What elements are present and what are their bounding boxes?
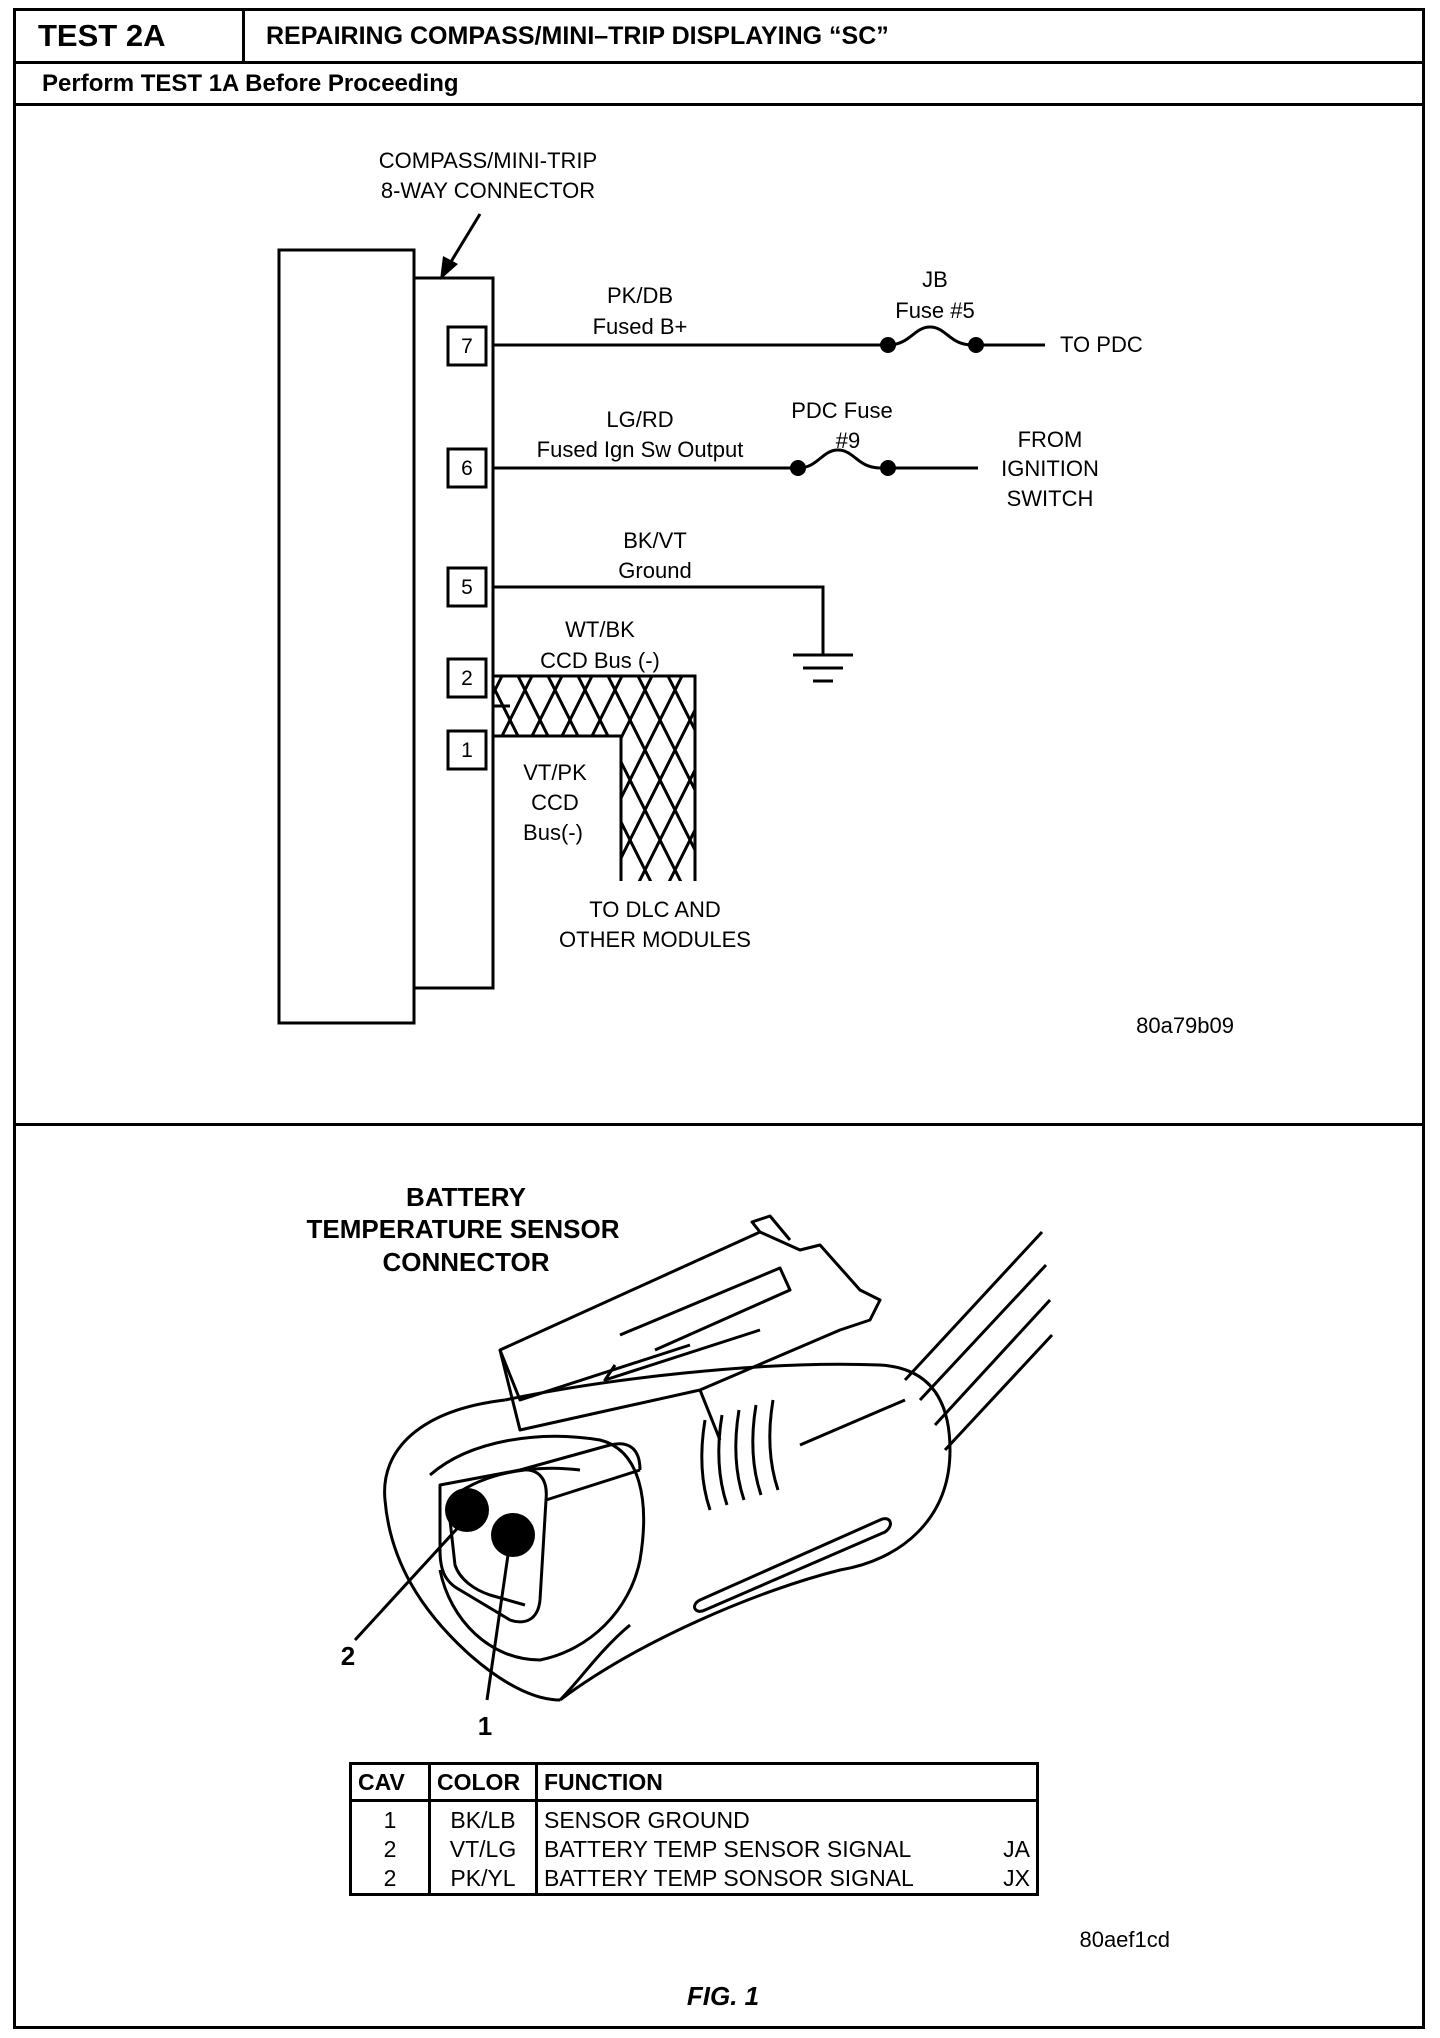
wire-pin-7 — [493, 325, 1045, 353]
pin-6-color: LG/RD — [606, 407, 673, 432]
pin-5-desc: Ground — [618, 558, 691, 583]
from-ign-label2: IGNITION — [1001, 456, 1099, 481]
pinout-table: CAV COLOR FUNCTION 1 BK/LB SENSOR GROUND… — [349, 1762, 1039, 1896]
connector-housing — [412, 276, 495, 990]
pin-2-box — [446, 657, 488, 699]
cell-function: BATTERY TEMP SONSOR SIGNAL JX — [537, 1864, 1038, 1895]
callout-line-1 — [485, 1554, 510, 1701]
document-frame: TEST 2A REPAIRING COMPASS/MINI–TRIP DISP… — [13, 8, 1425, 2029]
pdc-fuse-label2: #9 — [836, 428, 860, 453]
test-title: REPAIRING COMPASS/MINI–TRIP DISPLAYING “… — [266, 21, 889, 50]
connector-body — [277, 248, 416, 1025]
pin-1-desc1: CCD — [531, 790, 579, 815]
pin-6-desc: Fused Ign Sw Output — [537, 437, 744, 462]
pin-7-box — [446, 325, 488, 367]
test-id: TEST 2A — [16, 11, 245, 61]
cell-function: BATTERY TEMP SENSOR SIGNAL JA — [537, 1835, 1038, 1864]
function-text: BATTERY TEMP SENSOR SIGNAL — [544, 1836, 912, 1862]
pin-2-desc: CCD Bus (-) — [540, 648, 660, 673]
cell-cav: 1 — [350, 1800, 431, 1835]
table-row: 1 BK/LB SENSOR GROUND — [350, 1800, 1038, 1836]
to-dlc-label2: OTHER MODULES — [559, 927, 751, 952]
pin-5-number: 5 — [461, 576, 473, 599]
connector-pointer-arrow — [447, 213, 482, 266]
callout-label-2: 2 — [341, 1641, 355, 1671]
connector-label-line1: COMPASS/MINI-TRIP — [379, 148, 597, 173]
function-text: SENSOR GROUND — [544, 1807, 750, 1833]
function-code: JX — [1003, 1865, 1030, 1891]
cell-color: VT/LG — [429, 1835, 538, 1864]
pin-1-number: 1 — [461, 739, 473, 762]
to-dlc-label1: TO DLC AND — [589, 897, 721, 922]
function-code: JA — [1003, 1836, 1030, 1862]
wire-pin-5 — [493, 585, 853, 683]
pin-2-number: 2 — [461, 667, 473, 690]
prerequisite-note: Perform TEST 1A Before Proceeding — [16, 64, 1422, 106]
pdc-fuse-symbol — [797, 448, 881, 470]
header-bar: TEST 2A REPAIRING COMPASS/MINI–TRIP DISP… — [16, 11, 1422, 64]
sensor-title-line1: BATTERY — [406, 1182, 526, 1212]
cell-function: SENSOR GROUND — [537, 1801, 1038, 1836]
sensor-title-line2: TEMPERATURE SENSOR — [307, 1214, 620, 1244]
pin-7-desc: Fused B+ — [593, 314, 688, 339]
figure-caption: FIG. 1 — [687, 1981, 759, 2011]
table-row: 2 PK/YL BATTERY TEMP SONSOR SIGNAL JX — [350, 1864, 1038, 1895]
cell-color: BK/LB — [429, 1800, 538, 1835]
callout-line-2 — [353, 1518, 467, 1642]
header-color: COLOR — [429, 1763, 538, 1802]
header-function: FUNCTION — [536, 1763, 1038, 1802]
pin-7-color: PK/DB — [607, 283, 673, 308]
pdc-fuse-label1: PDC Fuse — [791, 398, 892, 423]
connector-drawing — [383, 1214, 1054, 1702]
table-row: 2 VT/LG BATTERY TEMP SENSOR SIGNAL JA — [350, 1835, 1038, 1864]
pin-5-box — [446, 566, 488, 608]
pin-6-box — [446, 447, 488, 489]
from-ign-label1: FROM — [1018, 427, 1083, 452]
terminal-1 — [491, 1513, 535, 1557]
table-header-row: CAV COLOR FUNCTION — [350, 1763, 1038, 1802]
callout-label-1: 1 — [478, 1711, 492, 1741]
connector-label-line2: 8-WAY CONNECTOR — [381, 178, 595, 203]
figure-id-1: 80a79b09 — [1136, 1013, 1234, 1038]
wiring-schematic: COMPASS/MINI-TRIP 8-WAY CONNECTOR 7 6 5 … — [277, 148, 1234, 1038]
cell-cav: 2 — [350, 1835, 431, 1864]
ccd-twisted-pair — [493, 674, 697, 881]
jb-fuse-label2: Fuse #5 — [895, 298, 975, 323]
pin-7-number: 7 — [461, 335, 473, 358]
pin-5-color: BK/VT — [623, 528, 687, 553]
sensor-title-line3: CONNECTOR — [382, 1247, 549, 1277]
jb-fuse-symbol — [887, 325, 973, 347]
figure-id-2: 80aef1cd — [1079, 1927, 1170, 1952]
cell-cav: 2 — [350, 1864, 431, 1895]
wire-pin-6 — [493, 448, 978, 476]
pin-1-desc2: Bus(-) — [523, 820, 583, 845]
to-pdc-label: TO PDC — [1060, 332, 1143, 357]
cell-color: PK/YL — [429, 1864, 538, 1895]
terminal-2 — [445, 1488, 489, 1532]
section-divider — [16, 1123, 1422, 1126]
from-ign-label3: SWITCH — [1007, 486, 1094, 511]
arrow-head — [440, 256, 458, 280]
jb-fuse-label1: JB — [922, 267, 948, 292]
header-cav: CAV — [350, 1763, 431, 1802]
pin-1-color: VT/PK — [523, 760, 587, 785]
pin-1-box — [446, 729, 488, 771]
function-text: BATTERY TEMP SONSOR SIGNAL — [544, 1865, 914, 1891]
pin-2-color: WT/BK — [565, 617, 635, 642]
pin-6-number: 6 — [461, 457, 473, 480]
sensor-connector-illustration: BATTERY TEMPERATURE SENSOR CONNECTOR — [307, 1182, 1171, 2011]
